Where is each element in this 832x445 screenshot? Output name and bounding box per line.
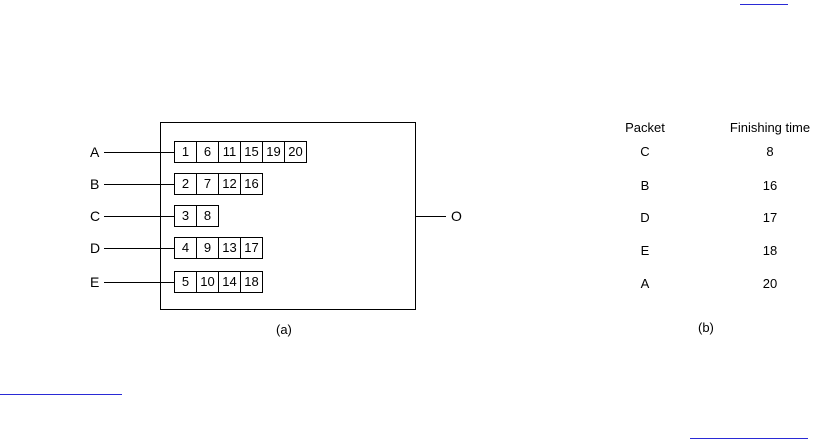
packet-cell: 7 (196, 173, 219, 195)
link-underline-bottom[interactable] (690, 438, 808, 439)
packet-cell: 14 (218, 271, 241, 293)
table-cell-time: 8 (710, 144, 830, 159)
table-cell-time: 16 (710, 178, 830, 193)
table-cell-time: 18 (710, 243, 830, 258)
output-line (416, 216, 446, 217)
table-cell-packet: C (610, 144, 680, 159)
packet-cell: 10 (196, 271, 219, 293)
header-finishing-time: Finishing time (710, 120, 830, 135)
input-label-e: E (90, 274, 99, 290)
input-label-b: B (90, 176, 99, 192)
link-underline-top[interactable] (740, 4, 788, 5)
packet-cell: 1 (174, 141, 197, 163)
packet-cell: 12 (218, 173, 241, 195)
packet-cell: 3 (174, 205, 197, 227)
output-label: O (451, 208, 462, 224)
table-cell-packet: A (610, 276, 680, 291)
table-cell-packet: E (610, 243, 680, 258)
input-label-a: A (90, 144, 99, 160)
input-line-c (104, 216, 174, 217)
packet-cell: 16 (240, 173, 263, 195)
packet-cell: 8 (196, 205, 219, 227)
table-cell-time: 20 (710, 276, 830, 291)
packet-cell: 13 (218, 237, 241, 259)
input-label-d: D (90, 240, 100, 256)
input-line-a (104, 152, 174, 153)
input-line-e (104, 282, 174, 283)
caption-a: (a) (276, 322, 292, 337)
packet-cell: 20 (284, 141, 307, 163)
packet-cell: 19 (262, 141, 285, 163)
packet-cell: 9 (196, 237, 219, 259)
packet-cell: 17 (240, 237, 263, 259)
table-cell-packet: B (610, 178, 680, 193)
link-underline-left[interactable] (0, 394, 122, 395)
packet-cell: 6 (196, 141, 219, 163)
packet-cell: 18 (240, 271, 263, 293)
table-cell-packet: D (610, 210, 680, 225)
header-packet: Packet (610, 120, 680, 135)
table-cell-time: 17 (710, 210, 830, 225)
input-label-c: C (90, 208, 100, 224)
input-line-d (104, 248, 174, 249)
packet-cell: 5 (174, 271, 197, 293)
packet-cell: 15 (240, 141, 263, 163)
packet-cell: 11 (218, 141, 241, 163)
input-line-b (104, 184, 174, 185)
caption-b: (b) (698, 320, 714, 335)
packet-cell: 2 (174, 173, 197, 195)
packet-cell: 4 (174, 237, 197, 259)
